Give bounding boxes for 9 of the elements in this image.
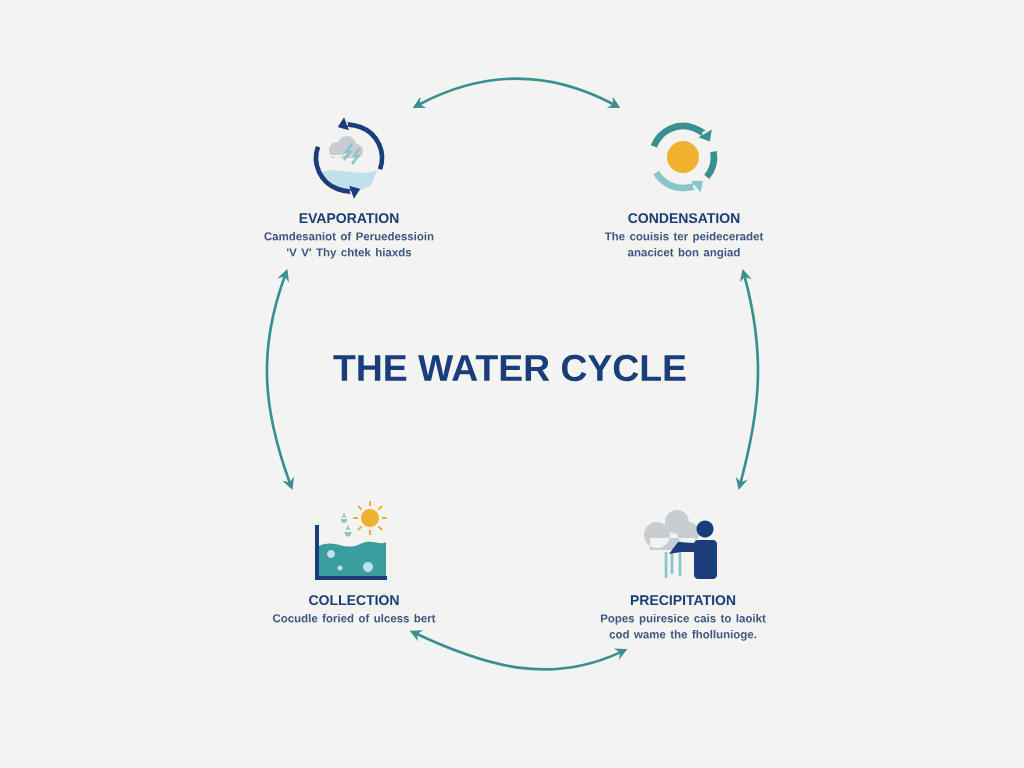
stage-description: The couisis ter peideceradet anacicet bon angiad: [604, 231, 764, 259]
stage-heading: EVAPORATION: [299, 213, 399, 224]
stage-description: Popes puiresice cais to laoikt cod wame the fhollunioge.: [600, 613, 766, 641]
stage-heading: COLLECTION: [309, 595, 399, 606]
stage-heading: CONDENSATION: [628, 213, 740, 224]
stage-heading: PRECIPITATION: [630, 595, 736, 606]
stage-description: Cocudle foried of ulcess bert: [272, 613, 436, 623]
stage-description: Camdesaniot of Peruedessioin 'V V' Thy chtek hiaxds: [264, 231, 434, 259]
title: THE WATER CYCLE: [333, 354, 686, 382]
